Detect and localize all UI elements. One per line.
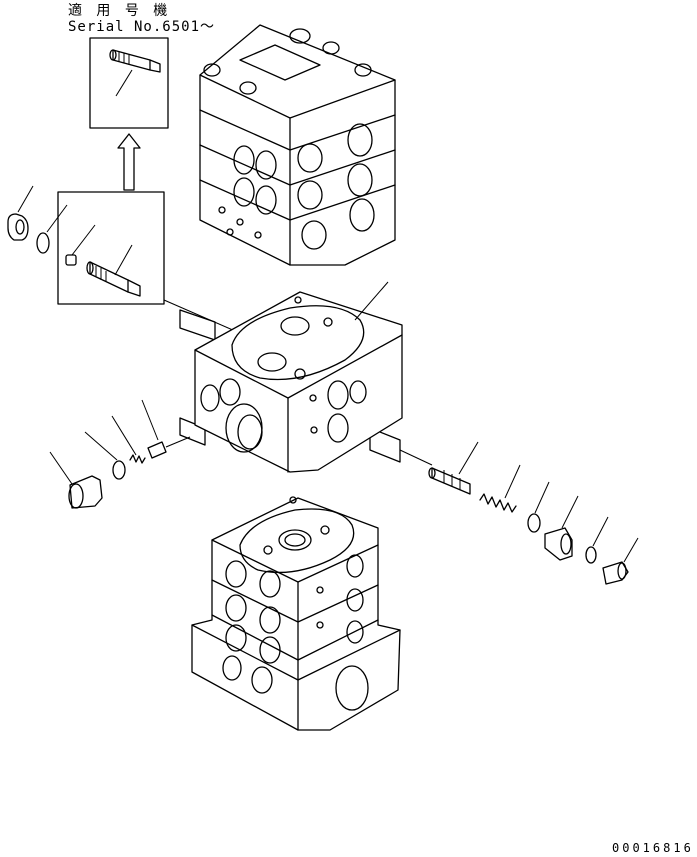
inset-frame-top (89, 37, 169, 129)
o-ring-mid-left (84, 431, 126, 480)
spool-old-icon (86, 261, 141, 297)
spring-right (479, 464, 521, 513)
o-ring-far-right (585, 516, 609, 564)
valve-block-bottom (191, 496, 401, 731)
valve-block-top (199, 24, 396, 266)
leader-line (354, 281, 389, 321)
inset-frame-lower (57, 191, 165, 305)
small-plug-icon (65, 254, 77, 266)
o-ring-left (36, 204, 68, 254)
spring-left (111, 415, 146, 464)
plug-right (544, 495, 579, 561)
serial-note-range: Serial No.6501～ (68, 19, 216, 35)
plug-mid-left (49, 451, 103, 509)
plug-far-right (602, 537, 639, 585)
drawing-number: 00016816 (612, 841, 694, 855)
leader-line (115, 69, 133, 97)
plug-part-left (7, 185, 34, 241)
o-ring-right (527, 481, 550, 533)
poppet-left (141, 399, 191, 459)
valve-section-middle (194, 281, 403, 473)
spool-new-icon (109, 49, 161, 73)
inset-new-spool (89, 37, 169, 191)
spool-right (399, 441, 479, 495)
arrow-up-icon (117, 133, 141, 191)
serial-note-title: 適 用 号 機 (68, 3, 171, 19)
